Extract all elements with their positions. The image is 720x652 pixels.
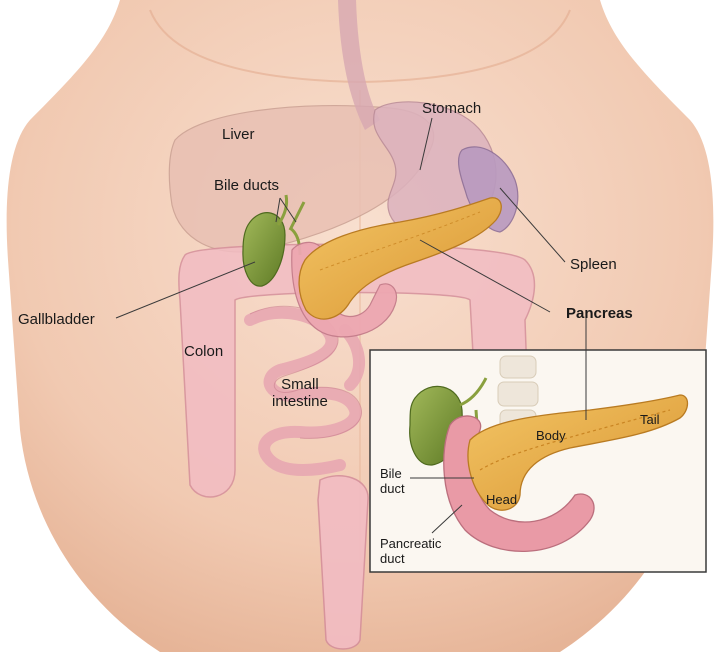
inset-label-tail: Tail [640, 412, 660, 427]
inset-panel [369, 318, 707, 573]
inset-label-bile-duct: Bile duct [380, 466, 405, 496]
inset-label-body: Body [536, 428, 566, 443]
pancreas-main [298, 197, 502, 320]
label-small-intestine-line1: Small [281, 376, 319, 393]
label-colon: Colon [184, 343, 224, 360]
label-bile-ducts: Bile ducts [214, 177, 280, 194]
inset-label-bile-duct-line1: Bile [380, 466, 402, 481]
label-stomach: Stomach [422, 100, 482, 117]
label-pancreas: Pancreas [566, 305, 633, 322]
inset-label-pancreatic-duct-line1: Pancreatic [380, 536, 442, 551]
inset-label-pancreatic-duct: Pancreatic duct [380, 536, 441, 566]
inset-label-bile-duct-line2: duct [380, 481, 405, 496]
label-gallbladder: Gallbladder [18, 311, 95, 328]
label-spleen: Spleen [570, 256, 617, 273]
inset-label-head: Head [486, 492, 518, 507]
leader-lines [115, 117, 566, 319]
inset-label-pancreatic-duct-line2: duct [380, 551, 405, 566]
label-liver: Liver [222, 126, 255, 143]
stomach [338, 0, 497, 238]
label-small-intestine: Small intestine [272, 376, 328, 410]
spleen [457, 146, 519, 233]
label-small-intestine-line2: intestine [272, 393, 328, 410]
